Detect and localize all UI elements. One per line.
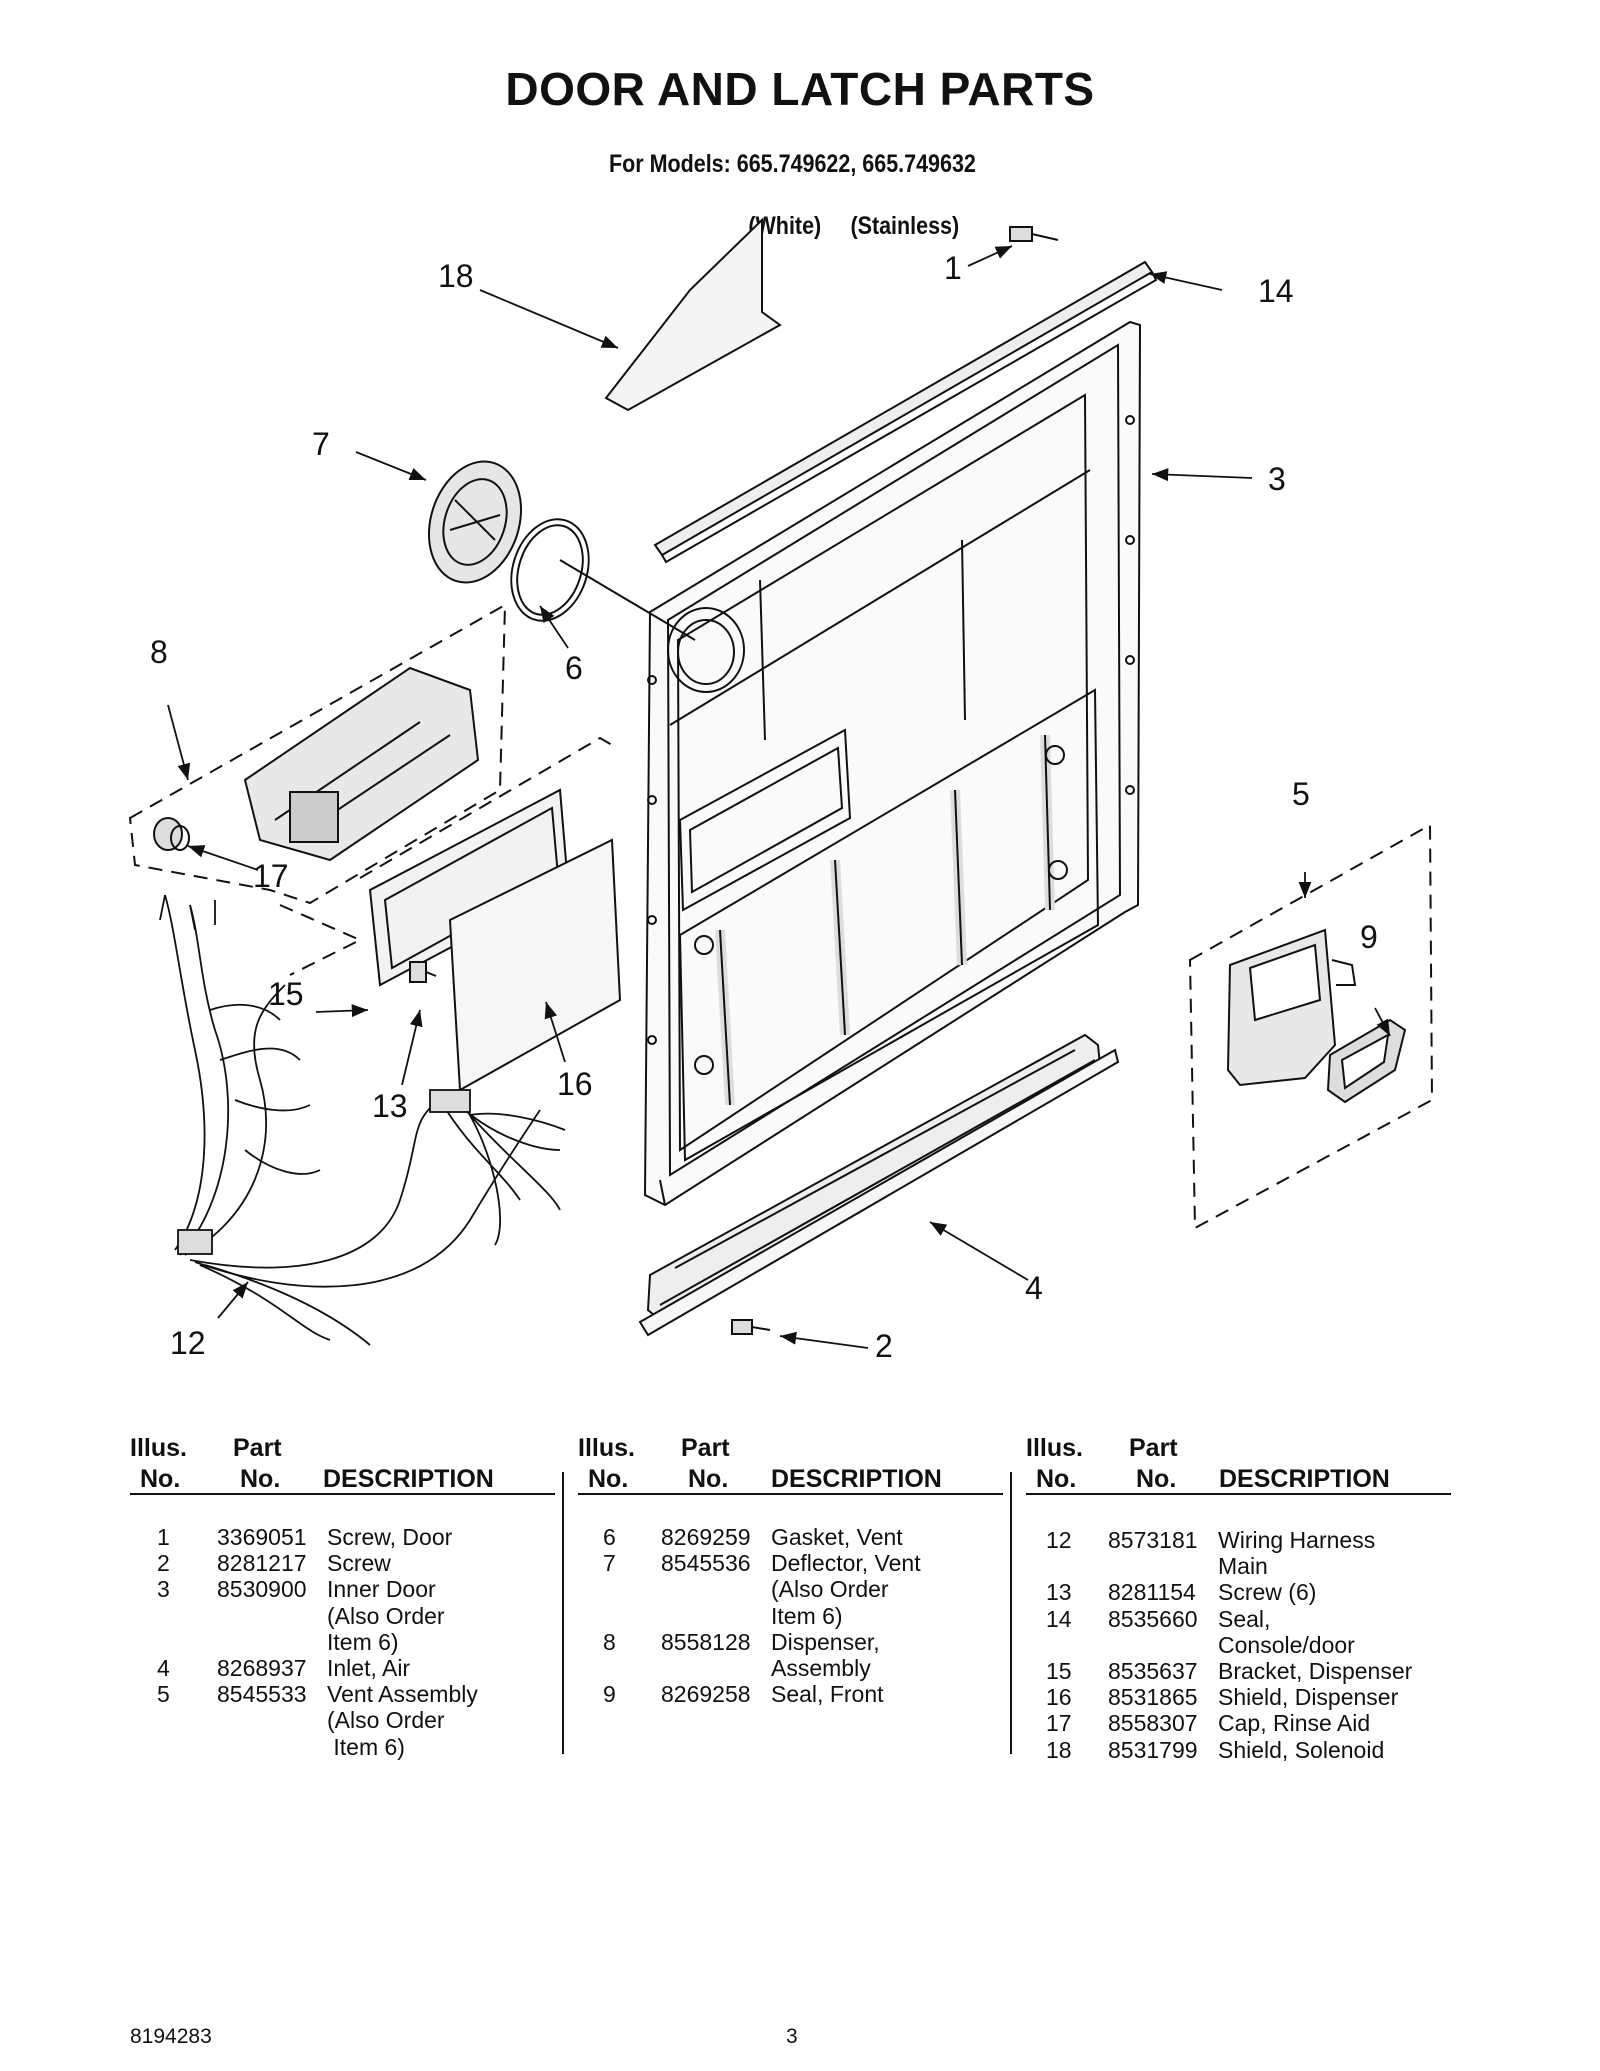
callout-18: 18: [438, 258, 474, 294]
models-line: For Models: 665.749622, 665.749632: [608, 150, 976, 178]
dispenser-screw-part: [409, 961, 437, 983]
exploded-parts-diagram: [128, 217, 1434, 1349]
column-divider-1: [562, 1472, 564, 1754]
air-inlet-part: [638, 1033, 1120, 1337]
header-illus: Illus.: [130, 1434, 187, 1462]
dispenser-part: [243, 666, 480, 862]
callout-14: 14: [1258, 273, 1294, 309]
vent-deflector-part: [427, 460, 523, 584]
callout-13: 13: [372, 1088, 408, 1124]
callout-17: 17: [253, 858, 289, 894]
header-rule: [130, 1493, 555, 1495]
callout-6: 6: [565, 650, 583, 686]
callout-8: 8: [150, 634, 168, 670]
dispenser-shield-part: [448, 838, 622, 1092]
inner-door-part: [643, 320, 1142, 1207]
callout-15: 15: [268, 976, 304, 1012]
callout-leaders: [167, 245, 1391, 1349]
callout-4: 4: [1025, 1270, 1043, 1306]
header-rule: [1026, 1493, 1451, 1495]
header-description: DESCRIPTION: [323, 1465, 494, 1493]
vent-assembly-part: [1226, 928, 1357, 1087]
callout-7: 7: [312, 426, 330, 462]
callout-2: 2: [875, 1328, 893, 1364]
document-number: 8194283: [130, 2025, 212, 2048]
header-part: Part: [233, 1434, 282, 1462]
model-numbers: For Models: 665.749622, 665.749632 (Whit…: [597, 118, 976, 273]
callout-3: 3: [1268, 461, 1286, 497]
finish-stainless: (Stainless): [850, 212, 960, 240]
callout-16: 16: [557, 1066, 593, 1102]
callout-12: 12: [170, 1325, 206, 1361]
vent-gasket-part: [510, 518, 590, 622]
callout-5: 5: [1292, 776, 1310, 812]
callout-9: 9: [1360, 919, 1378, 955]
front-seal-part: [1326, 1018, 1407, 1104]
bottom-screw-part: [731, 1319, 771, 1335]
rinse-aid-cap-part: [153, 817, 190, 851]
wiring-harness-part: [159, 894, 566, 1346]
top-screw-part: [1009, 226, 1059, 242]
header-rule: [578, 1493, 1003, 1495]
solenoid-shield-part: [604, 217, 782, 412]
page-number: 3: [786, 2025, 798, 2048]
callout-1: 1: [944, 250, 962, 286]
page-title: DOOR AND LATCH PARTS: [505, 63, 1095, 115]
column-divider-2: [1010, 1472, 1012, 1754]
